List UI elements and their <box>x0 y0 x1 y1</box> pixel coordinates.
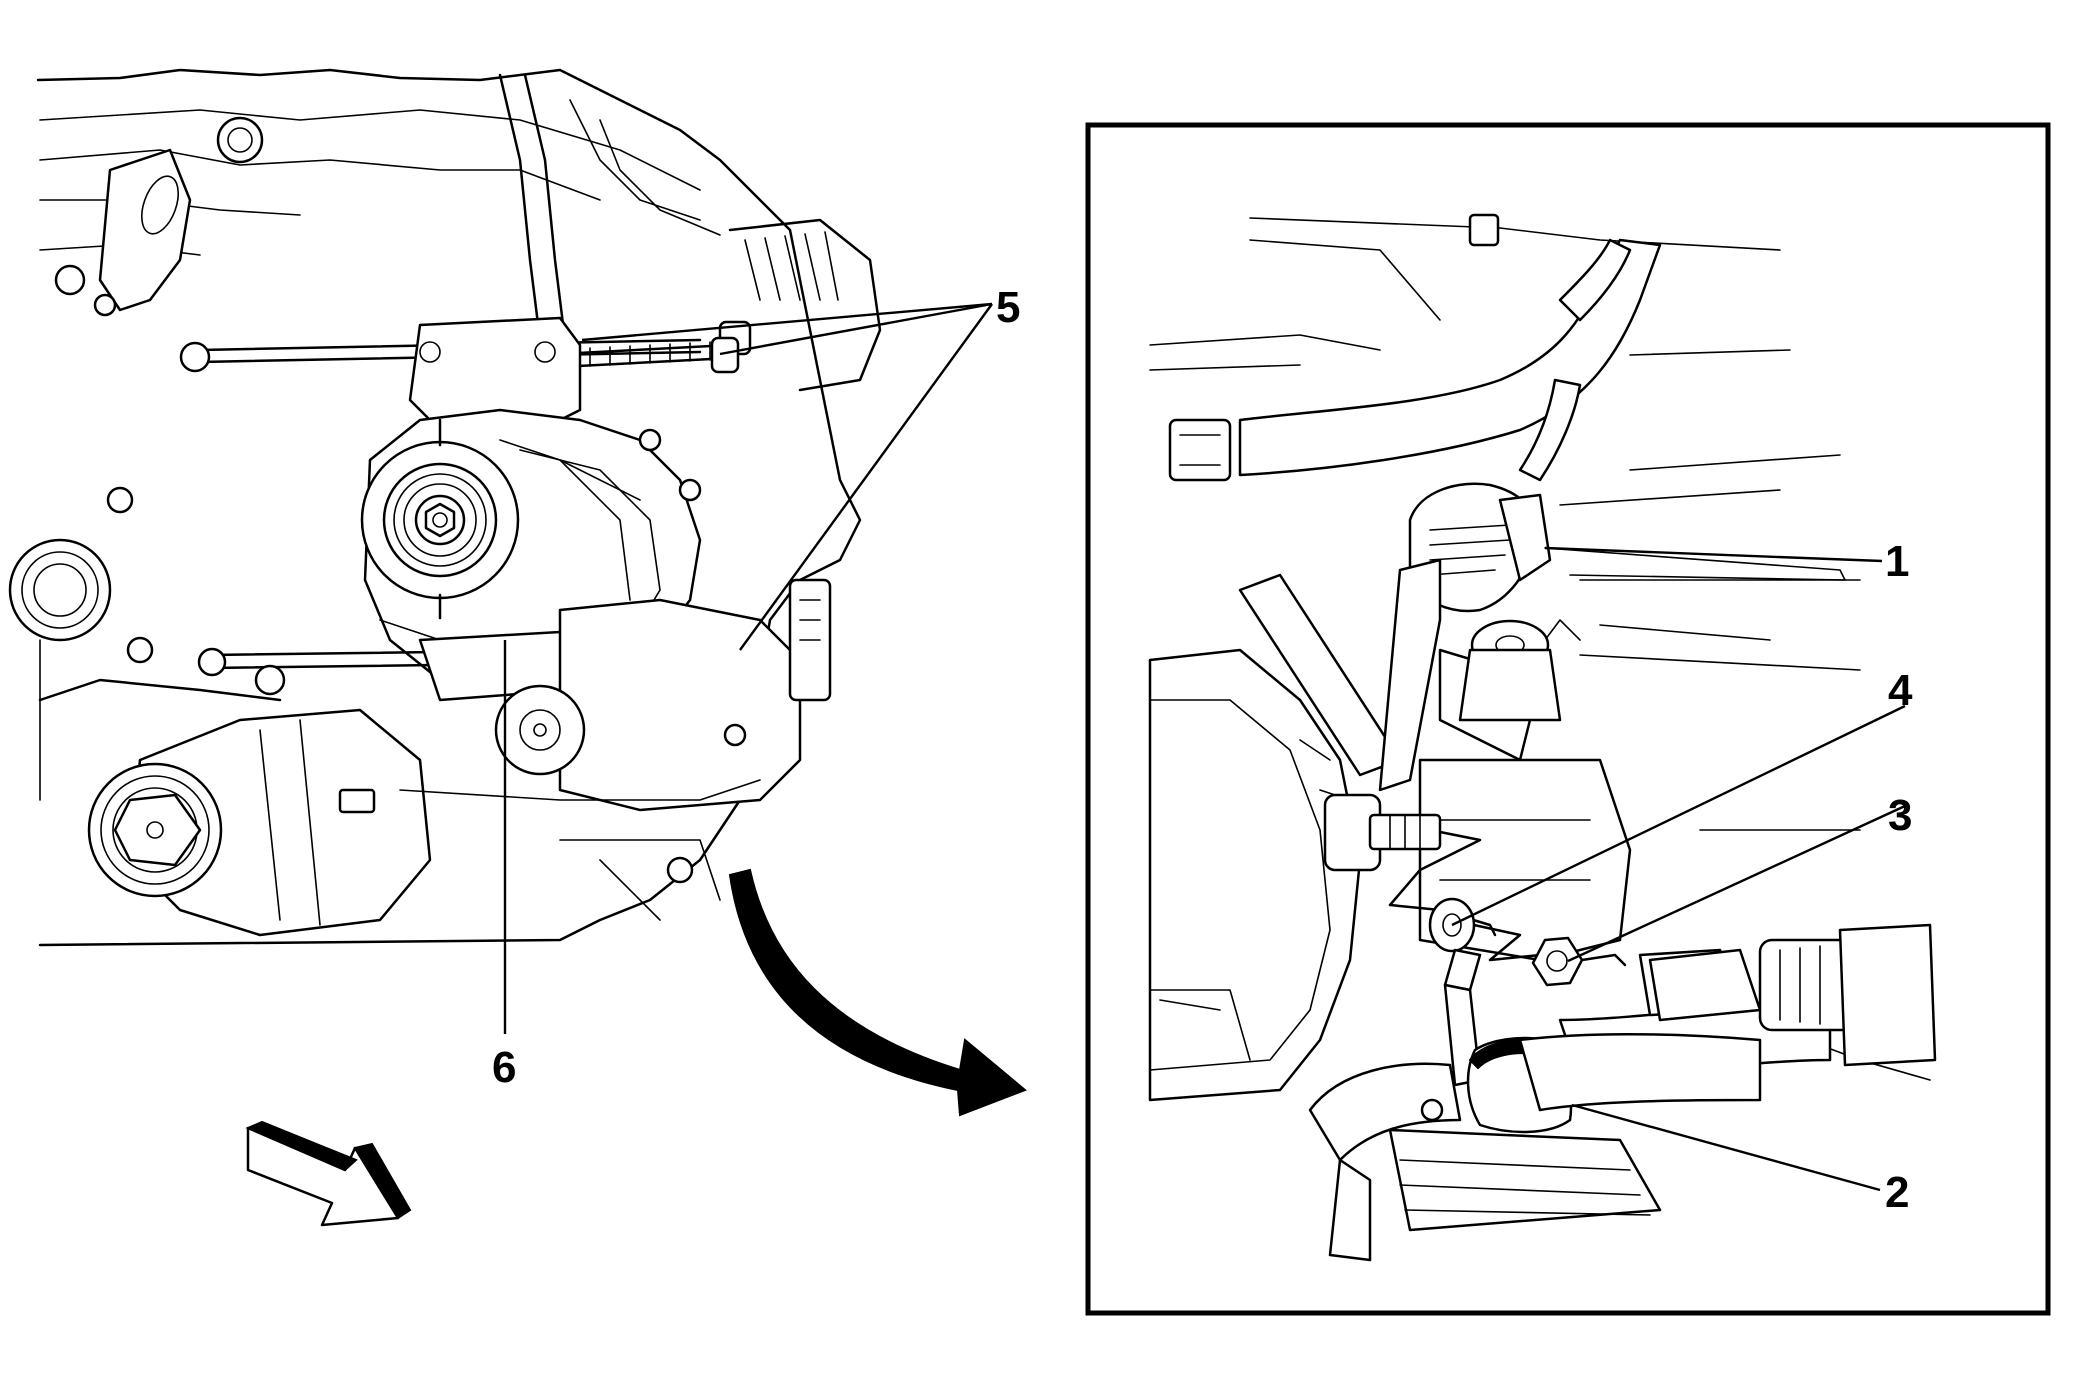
detail-frame <box>1085 122 2051 1316</box>
engine-overview <box>8 68 993 1034</box>
callout-2: 2 <box>1885 1168 1909 1217</box>
generator-detail <box>1148 648 1362 1102</box>
curved-arrow-icon <box>728 868 1027 1117</box>
corrugated-hose <box>728 218 882 392</box>
forward-direction-arrow-icon <box>245 1120 412 1227</box>
pulleys <box>8 486 286 801</box>
detail-view <box>1148 213 1937 1262</box>
nut <box>1531 936 1584 987</box>
electrical-connector <box>1408 378 1582 613</box>
callout-6: 6 <box>492 1043 516 1092</box>
wiring-harness-upper <box>1238 238 1662 477</box>
generator-stud <box>1323 793 1482 872</box>
hose-fitting <box>1648 923 1937 1067</box>
callout-5: 5 <box>996 283 1020 332</box>
ac-compressor <box>87 708 432 937</box>
callout-4: 4 <box>1888 666 1913 715</box>
starter <box>494 578 832 812</box>
callout-3: 3 <box>1888 791 1912 840</box>
callout-1: 1 <box>1885 537 1909 586</box>
